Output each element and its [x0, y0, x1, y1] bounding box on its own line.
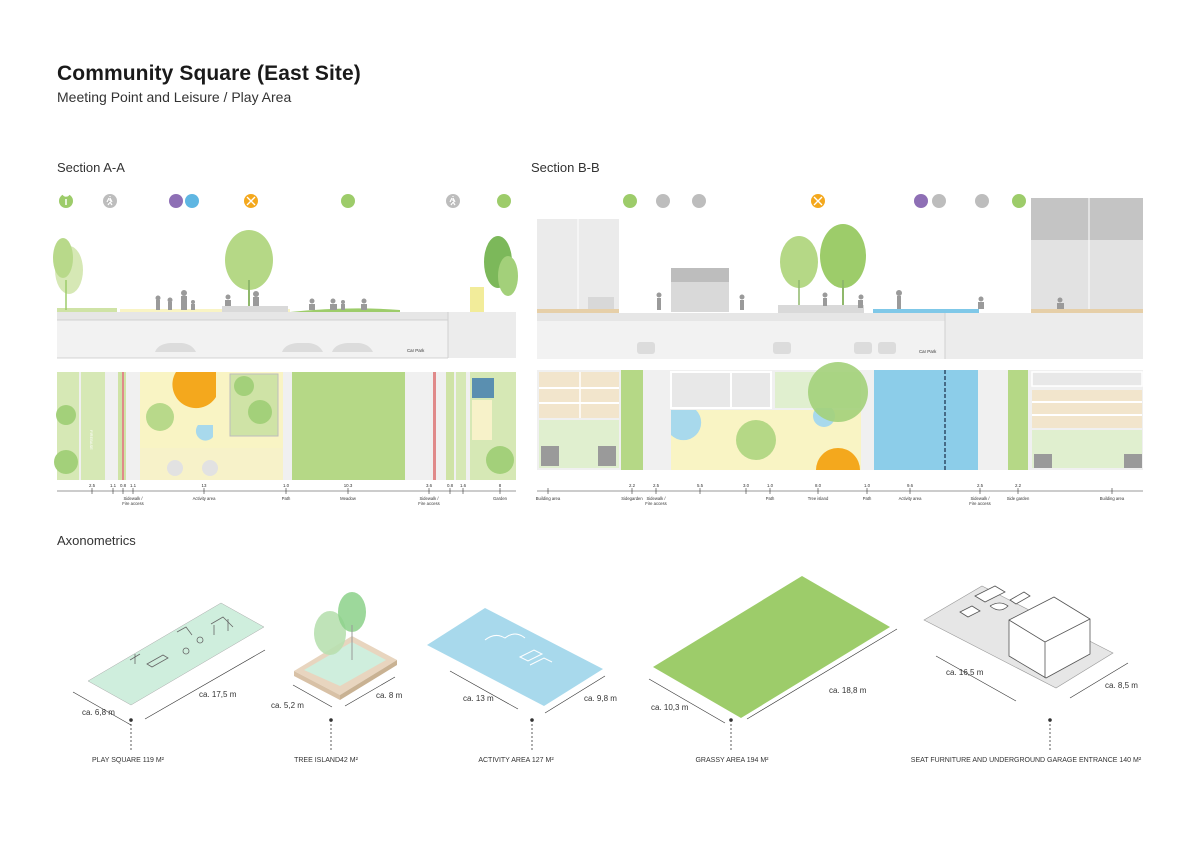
axonometrics-heading: Axonometrics [57, 533, 136, 548]
axo-label-grassy-area: GRASSY AREA 194 M² [695, 757, 769, 764]
tree-icon-glyph [62, 189, 70, 205]
page-title: Community Square (East Site) [57, 62, 361, 85]
pedestrian-icon [975, 194, 989, 208]
dim-value: 1.0 [864, 483, 871, 488]
axo-dim-grassy-a: ca. 10,3 m [651, 703, 689, 712]
family-icon [185, 194, 199, 208]
dim-value: 10.3 [344, 483, 353, 488]
page-subtitle: Meeting Point and Leisure / Play Area [57, 89, 292, 105]
dim-caption: Path [863, 496, 872, 501]
dim-caption: Path [282, 496, 291, 501]
dim-value: 1.1 [130, 483, 137, 488]
pedestrian-icon [932, 194, 946, 208]
axo-dim-tree-b: ca. 8 m [376, 691, 403, 700]
car-icon [155, 343, 196, 352]
dim-value: 8 [499, 483, 502, 488]
dim-caption: Sidewalk / [646, 496, 666, 501]
dim-value: 1.1 [110, 483, 117, 488]
axo-dim-activity-b: ca. 9,8 m [584, 694, 617, 703]
dim-caption: Sidewalk / [970, 496, 990, 501]
axo-dim-seat-b: ca. 8,5 m [1105, 681, 1138, 690]
axo-dim-play-b: ca. 17,5 m [199, 690, 237, 699]
dim-caption: Building area [536, 496, 561, 501]
dim-caption: Activity area [193, 496, 216, 501]
dim-value: 1.6 [460, 483, 467, 488]
axo-seat-furniture [923, 585, 1129, 752]
dim-caption: Fire access [122, 501, 143, 506]
tree-icon [1012, 194, 1026, 208]
tree-icon [623, 194, 637, 208]
dim-caption: Fire access [645, 501, 666, 506]
dim-caption: Tree island [808, 496, 829, 501]
car-park-label-a: Car Park [407, 348, 425, 353]
dim-value: 5.5 [697, 483, 704, 488]
section-a-heading: Section A-A [57, 160, 125, 175]
section-a-plan: FIREBASE [54, 372, 516, 480]
dim-value: 13 [202, 483, 207, 488]
pedestrian-icon [656, 194, 670, 208]
parked-cars-b [637, 342, 896, 354]
dim-caption: Building area [1100, 496, 1125, 501]
axo-label-tree-island: TREE ISLAND42 M² [294, 757, 358, 764]
play-icon [169, 194, 183, 208]
icon-row-section-b [623, 194, 1026, 208]
axo-play-square [72, 602, 266, 752]
dim-caption: Sidegarden [621, 496, 643, 501]
axo-dim-tree-a: ca. 5,2 m [271, 701, 304, 710]
play-icon [914, 194, 928, 208]
axo-label-activity-area: ACTIVITY AREA 127 M² [478, 757, 554, 764]
axo-label-seat-furniture: SEAT FURNITURE AND UNDERGROUND GARAGE EN… [910, 757, 1142, 764]
activity-glyph [246, 196, 256, 206]
axo-grassy-area [648, 576, 898, 752]
dim-value: 8.0 [815, 483, 822, 488]
dim-value: 9.6 [907, 483, 914, 488]
dim-value: 2.5 [977, 483, 984, 488]
car-icon [282, 343, 323, 352]
dim-value: 2.2 [1015, 483, 1022, 488]
dim-value: 0.8 [447, 483, 454, 488]
section-a-elevation: Car Park [53, 230, 518, 359]
people-silhouettes-b [656, 290, 1064, 310]
house-icon [692, 194, 706, 208]
dim-value: 2.2 [629, 483, 636, 488]
car-park-label-b: Car Park [919, 349, 937, 354]
axo-dim-activity-a: ca. 13 m [463, 694, 494, 703]
axo-activity-area [427, 608, 606, 752]
dim-caption: Fire access [969, 501, 990, 506]
dim-caption: Garden [493, 496, 508, 501]
axo-dim-play-a: ca. 6,8 m [82, 708, 115, 717]
dim-value: 2.5 [653, 483, 660, 488]
axo-label-play-square: PLAY SQUARE 119 M² [92, 757, 164, 764]
dim-value: 3.0 [743, 483, 750, 488]
dim-value: 3.6 [426, 483, 433, 488]
section-b-elevation: Car Park [537, 198, 1143, 359]
pedestrian-glyph [106, 196, 113, 206]
axo-tree-island [292, 592, 397, 752]
meadow-icon [341, 194, 355, 208]
dim-caption: Meadow [340, 496, 357, 501]
dim-value: 1.0 [767, 483, 774, 488]
dim-caption: Sidewalk / [123, 496, 143, 501]
section-b-plan [537, 362, 1143, 470]
dim-caption: Sidewalk / [419, 496, 439, 501]
icon-row-section-a [59, 189, 511, 208]
dim-caption: Fire access [418, 501, 439, 506]
dim-value: 0.8 [120, 483, 127, 488]
dim-value: 2.5 [89, 483, 96, 488]
svg-text:FIREBASE: FIREBASE [89, 430, 94, 450]
dim-caption: Side garden [1007, 496, 1030, 501]
dim-caption: Path [766, 496, 775, 501]
axo-dim-seat-a: ca. 16,5 m [946, 668, 984, 677]
dim-caption: Activity area [899, 496, 922, 501]
section-b-heading: Section B-B [531, 160, 600, 175]
people-silhouettes [155, 290, 367, 310]
car-icon [332, 343, 373, 352]
dim-value: 1.0 [283, 483, 290, 488]
tree-icon [497, 194, 511, 208]
axo-dim-grassy-b: ca. 18,8 m [829, 686, 867, 695]
